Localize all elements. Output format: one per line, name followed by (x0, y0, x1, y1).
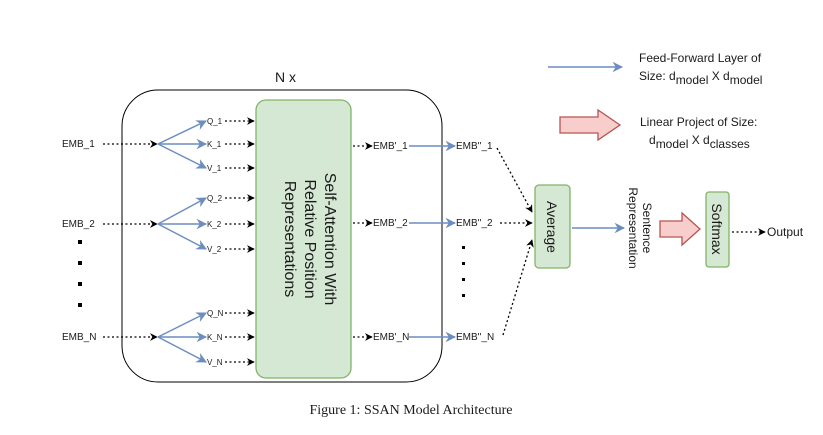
legend-linear-projection-arrow (559, 108, 622, 142)
legend-linear-projection-line1: Linear Project of Size: (640, 115, 757, 129)
average-label: Average (544, 201, 560, 253)
self-attention-label: Self-Attention With Relative Position Re… (281, 173, 338, 306)
emb-prime-2: EMB'_2 (373, 218, 408, 229)
svg-text:Representations: Representations (281, 181, 298, 298)
svg-text:Representation: Representation (626, 187, 640, 268)
q-label-1: Q_1 (207, 117, 223, 126)
legend-feed-forward-line2: Size: dmodel X dmodel (639, 69, 762, 87)
emb-double-prime-1: EMB''_1 (456, 141, 493, 152)
k-label-2: K_2 (207, 220, 222, 229)
softmax-block (705, 191, 730, 268)
emb-double-prime-ellipsis (462, 246, 465, 297)
qkv-projections-n (157, 312, 208, 363)
emb-prime-1: EMB'_1 (373, 141, 408, 152)
v-label-n: V_N (207, 358, 223, 367)
v-label-2: V_2 (207, 245, 222, 254)
emb-prime-n: EMB'_N (373, 332, 409, 343)
input-ellipsis (78, 240, 82, 307)
q-label-n: Q_N (207, 309, 224, 318)
legend-linear-projection-line2: dmodel X dclasses (649, 133, 750, 151)
emb-double-prime-2: EMB''_2 (456, 218, 493, 229)
qkv-to-attention-arrows (225, 117, 255, 366)
legend: Feed-Forward Layer of Size: dmodel X dmo… (548, 51, 762, 151)
to-average-arrow-n (502, 239, 534, 336)
softmax-label: Softmax (709, 203, 725, 254)
k-label-n: K_N (207, 333, 223, 342)
emb-double-prime-n: EMB''_N (456, 332, 494, 343)
input-emb-1: EMB_1 (62, 139, 95, 150)
qkv-projections-1 (157, 120, 208, 169)
qkv-projections-2 (157, 197, 208, 250)
svg-text:Sentence: Sentence (640, 203, 654, 254)
output-label: Output (767, 225, 804, 239)
sentence-representation-label: Sentence Representation (626, 187, 654, 268)
q-label-2: Q_2 (207, 194, 223, 203)
input-emb-n: EMB_N (62, 332, 96, 343)
svg-text:Relative Position: Relative Position (301, 179, 318, 298)
k-label-1: K_1 (207, 140, 222, 149)
self-attention-block (255, 99, 352, 379)
legend-feed-forward-line1: Feed-Forward Layer of (639, 51, 762, 65)
linear-projection-arrow (659, 211, 701, 247)
average-block (534, 184, 571, 269)
v-label-1: V_1 (207, 164, 222, 173)
svg-text:Self-Attention With: Self-Attention With (321, 173, 338, 306)
figure-caption: Figure 1: SSAN Model Architecture (310, 403, 513, 418)
to-average-arrow-1 (496, 147, 533, 213)
repeat-label: N x (275, 69, 296, 85)
encoder-container (121, 89, 443, 383)
input-emb-2: EMB_2 (62, 219, 95, 230)
